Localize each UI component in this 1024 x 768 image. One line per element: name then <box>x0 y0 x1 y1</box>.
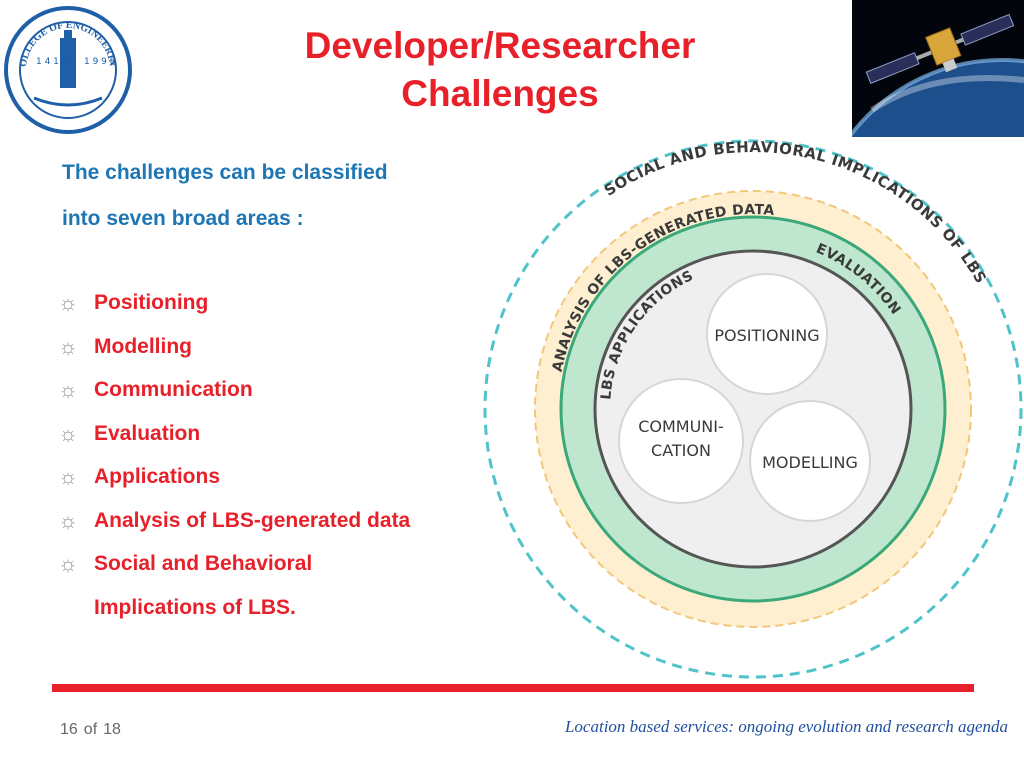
page-total: 18 <box>103 721 121 738</box>
list-item-label: Positioning <box>94 291 209 314</box>
list-item: ☼ Applications <box>58 455 478 499</box>
page-number: 16 <box>60 721 78 738</box>
list-item-label: Social and Behavioral <box>94 552 313 575</box>
list-item: ☼ Evaluation <box>58 412 478 456</box>
satellite-image <box>852 0 1024 137</box>
communication-label-1: COMMUNI- <box>638 417 724 436</box>
sun-bullet-icon: ☼ <box>58 551 79 576</box>
modelling-circle <box>749 400 871 522</box>
sun-bullet-icon: ☼ <box>58 507 79 533</box>
positioning-label: POSITIONING <box>714 326 819 345</box>
page-indicator: 16 of 18 <box>60 721 127 739</box>
title-line-1: Developer/Researcher <box>304 25 696 66</box>
list-item-label: Implications of LBS. <box>94 595 296 619</box>
communication-circle <box>618 378 744 504</box>
svg-text:1 4 1 9: 1 4 1 9 <box>36 57 68 67</box>
list-item-label: Analysis of LBS-generated data <box>94 508 411 532</box>
intro-line-2: into seven broad areas : <box>62 207 304 230</box>
intro-line-1: The challenges can be classified <box>62 161 388 184</box>
list-item: ☼ Social and Behavioral <box>58 542 478 586</box>
modelling-label: MODELLING <box>762 453 858 472</box>
sun-bullet-icon: ☼ <box>58 420 79 446</box>
lbs-challenges-diagram: SOCIAL AND BEHAVIORAL IMPLICATIONS OF LB… <box>480 136 1024 682</box>
list-item: ☼ Communication <box>58 368 478 412</box>
sun-bullet-icon: ☼ <box>58 377 79 402</box>
title-line-2: Challenges <box>401 73 599 114</box>
positioning-circle <box>706 273 828 395</box>
slide-title: Developer/Researcher Challenges <box>230 22 770 118</box>
footer-divider <box>52 684 974 692</box>
page-of: of <box>83 721 98 738</box>
sun-bullet-icon: ☼ <box>58 464 79 489</box>
list-item: ☼ Positioning <box>58 281 478 325</box>
communication-label-2: CATION <box>651 441 711 460</box>
sun-bullet-icon: ☼ <box>58 290 79 315</box>
challenge-list: ☼ Positioning ☼ Modelling ☼ Communicatio… <box>58 281 478 629</box>
footer-citation: Location based services: ongoing evoluti… <box>564 717 1008 736</box>
list-item: ☼ Modelling <box>58 325 478 369</box>
svg-text:1 9 9 8: 1 9 9 8 <box>84 57 116 67</box>
college-logo: COLLEGE OF ENGINEERING 1 4 1 9 1 9 9 8 <box>0 0 140 134</box>
list-item: Implications of LBS. <box>58 586 478 630</box>
list-item-label: Applications <box>94 465 221 488</box>
list-item-label: Communication <box>94 378 253 401</box>
intro-text: The challenges can be classified into se… <box>62 150 482 242</box>
list-item: ☼ Analysis of LBS-generated data <box>58 499 478 543</box>
list-item-label: Modelling <box>94 334 192 358</box>
sun-bullet-icon: ☼ <box>58 333 79 359</box>
list-item-label: Evaluation <box>94 421 201 445</box>
